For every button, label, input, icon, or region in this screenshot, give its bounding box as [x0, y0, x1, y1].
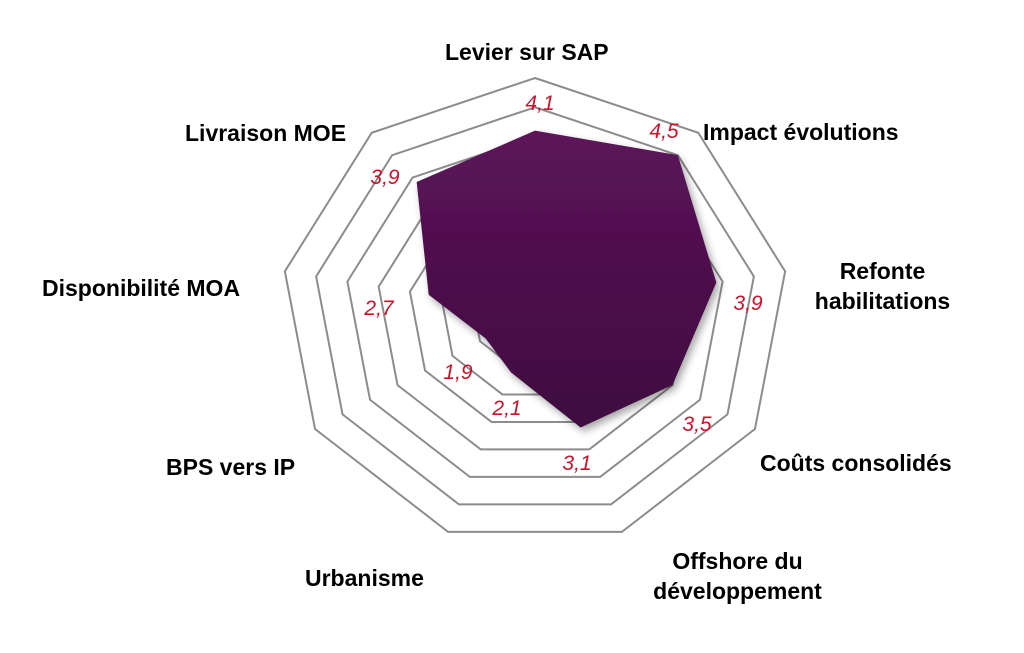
category-label-impact: Impact évolutions	[703, 119, 899, 145]
grid-ring	[283, 76, 787, 533]
value-label-dispo: 2,7	[364, 297, 394, 320]
category-label-offshore-line2: développement	[653, 578, 822, 604]
value-label-impact: 4,5	[649, 120, 679, 143]
category-label-offshore: Offshore du développement	[645, 546, 830, 606]
value-label-refonte: 3,9	[733, 292, 763, 315]
category-label-couts: Coûts consolidés	[760, 450, 952, 476]
value-label-livraison: 3,9	[370, 166, 400, 189]
value-label-couts: 3,5	[682, 413, 712, 436]
category-label-refonte-line1: Refonte	[839, 258, 926, 284]
value-label-levier: 4,1	[525, 92, 555, 115]
category-label-urbanisme: Urbanisme	[305, 565, 424, 591]
series-area	[416, 130, 717, 428]
grid-ring	[315, 106, 755, 506]
value-label-bps: 1,9	[443, 361, 473, 384]
category-label-offshore-line1: Offshore du	[672, 548, 803, 574]
category-label-bps: BPS vers IP	[166, 454, 296, 480]
category-label-levier: Levier sur SAP	[445, 39, 609, 65]
category-label-refonte-line2: habilitations	[814, 288, 951, 314]
category-label-dispo: Disponibilité MOA	[42, 275, 241, 301]
category-label-refonte: Refonte habilitations	[790, 256, 975, 316]
category-label-livraison: Livraison MOE	[185, 120, 347, 146]
value-label-urbanisme: 2,1	[492, 397, 522, 420]
value-label-offshore: 3,1	[562, 452, 592, 475]
series-polygon	[416, 130, 717, 428]
